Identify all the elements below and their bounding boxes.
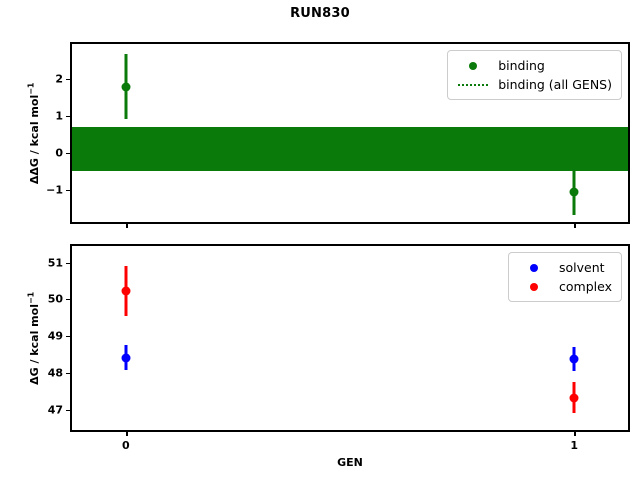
x-tick-label: 1: [570, 439, 579, 452]
bottom-legend-item[interactable]: complex: [517, 277, 612, 296]
figure-title: RUN830: [290, 6, 350, 21]
bottom-legend[interactable]: solvent complex: [508, 252, 622, 302]
y-tick: [66, 190, 72, 192]
top-legend-label: binding: [498, 58, 545, 73]
top-legend-label: binding (all GENS): [498, 77, 612, 92]
legend-dot-icon: [517, 282, 551, 291]
binding-all-gens-band: [72, 126, 628, 172]
top-y-axis-label: ΔΔG / kcal mol−1: [26, 44, 42, 222]
y-tick-label: 1: [55, 109, 63, 123]
x-tick: [574, 430, 577, 436]
y-tick-label: 49: [47, 329, 63, 343]
legend-dot-icon: [456, 61, 490, 70]
data-point-marker[interactable]: [121, 82, 131, 92]
top-plot-area: [72, 44, 628, 222]
y-tick-label: 47: [47, 403, 63, 417]
y-tick-label: 50: [47, 292, 63, 306]
bottom-legend-item[interactable]: solvent: [517, 258, 612, 277]
data-point-marker[interactable]: [569, 393, 579, 403]
top-y-axis-label-base: ΔΔG / kcal mol: [28, 94, 42, 184]
data-point-marker[interactable]: [121, 353, 131, 362]
x-axis-label: GEN: [337, 456, 363, 469]
bottom-legend-label: solvent: [559, 260, 605, 275]
data-point-marker[interactable]: [121, 286, 131, 296]
y-tick: [66, 116, 72, 118]
x-tick-label: 0: [121, 439, 130, 452]
data-point-marker[interactable]: [569, 354, 579, 364]
top-legend-item[interactable]: binding: [456, 56, 612, 75]
legend-dotted-line-icon: [456, 83, 490, 86]
bottom-y-axis-label: ΔG / kcal mol−1: [26, 246, 42, 430]
x-tick: [125, 222, 128, 228]
y-tick-label: 51: [47, 256, 63, 270]
y-tick: [66, 372, 72, 374]
data-point-marker[interactable]: [569, 187, 579, 197]
bottom-y-axis-label-base: ΔG / kcal mol: [28, 303, 42, 385]
x-tick: [125, 430, 128, 436]
y-tick: [66, 262, 72, 264]
bottom-plot-axes: ΔG / kcal mol−1 47 48 49 50 51 0 1 GEN solven…: [27, 244, 630, 469]
bottom-plot-area: [72, 246, 628, 430]
top-y-axis-label-exponent: −1: [26, 82, 36, 95]
y-tick: [66, 153, 72, 155]
y-tick-label: 2: [55, 72, 63, 86]
legend-dot-icon: [517, 263, 551, 272]
y-tick: [66, 79, 72, 81]
top-legend-item[interactable]: binding (all GENS): [456, 75, 612, 94]
bottom-y-axis-label-exponent: −1: [26, 291, 36, 304]
y-tick: [66, 336, 72, 338]
bottom-legend-label: complex: [559, 279, 612, 294]
y-tick-label: −1: [46, 183, 63, 197]
top-legend[interactable]: binding binding (all GENS): [447, 50, 622, 100]
x-tick: [574, 222, 577, 228]
y-tick: [66, 409, 72, 411]
y-tick-label: 0: [55, 146, 63, 160]
y-tick: [66, 299, 72, 301]
y-tick-label: 48: [47, 366, 63, 380]
